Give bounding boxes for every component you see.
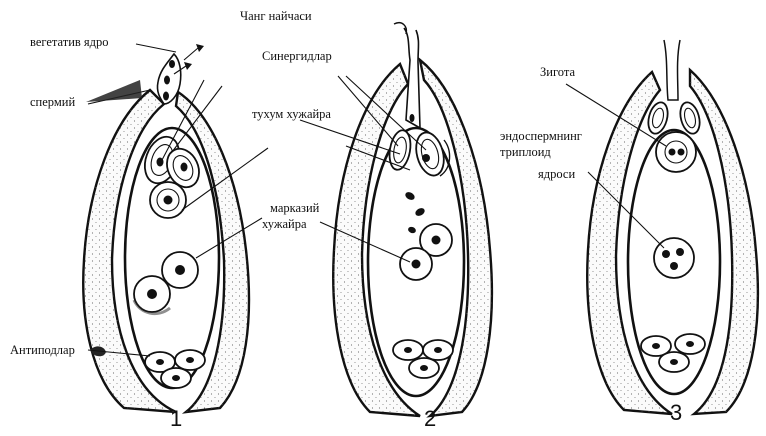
panel-2	[300, 23, 492, 416]
label-synergids: Синергидлар	[262, 49, 332, 63]
panel-number-1: 1	[170, 406, 182, 431]
panel-number-2: 2	[424, 406, 436, 431]
label-sperm: спермий	[30, 95, 75, 109]
label-central-cell-line2: хужайра	[262, 217, 307, 231]
pollen-tube-3	[664, 40, 680, 100]
label-antipodals: Антиподлар	[10, 343, 75, 357]
sperm-nucleus-1b	[163, 92, 169, 101]
label-central-cell-line1: марказий	[270, 201, 320, 215]
label-endosperm-line3: ядроси	[538, 167, 575, 181]
vegetative-nucleus-1	[169, 60, 175, 68]
label-zygote: Зигота	[540, 65, 575, 79]
label-endosperm-line2: триплоид	[500, 145, 551, 159]
panel-number-3: 3	[670, 400, 682, 425]
panel-3	[566, 40, 758, 414]
label-vegetative-nucleus: вегетатив ядро	[30, 35, 109, 49]
panel-1	[83, 44, 268, 412]
label-endosperm-line1: эндоспермнинг	[500, 129, 582, 143]
label-pollen-tube: Чанг найчаси	[240, 9, 312, 23]
zygote-3	[656, 132, 696, 172]
label-egg-cell: тухум хужайра	[252, 107, 331, 121]
sperm-nucleus-1a	[164, 76, 170, 85]
